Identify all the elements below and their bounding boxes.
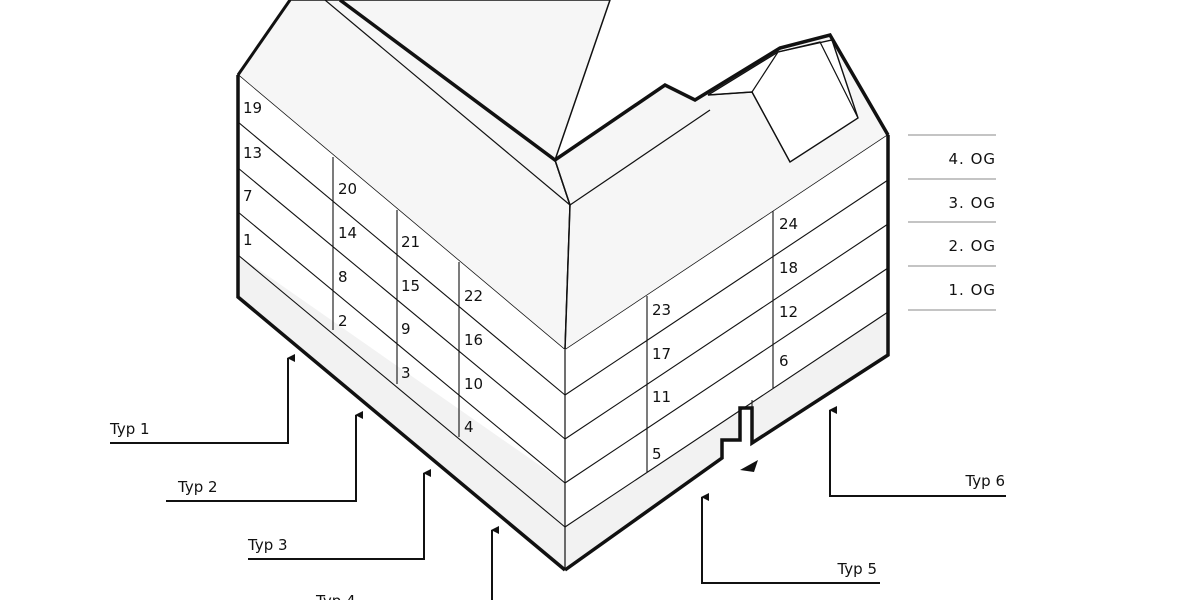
unit-label: 18: [779, 259, 798, 277]
type-callouts: Typ 1 Typ 2 Typ 3 Typ 4 Typ 5 Typ 6: [109, 354, 1006, 600]
type-callout-2: Typ 2: [166, 411, 363, 502]
unit-label: 14: [338, 224, 357, 242]
unit-label: 24: [779, 215, 798, 233]
entrance-marker-icon: [740, 460, 758, 472]
left-wing-ground-floor: [238, 255, 565, 570]
floor-label-1og: 1. OG: [948, 281, 996, 299]
unit-label: 1: [243, 231, 253, 249]
unit-label: 22: [464, 287, 483, 305]
unit-label: 6: [779, 352, 789, 370]
building-outline-left: [236, 75, 567, 572]
unit-label: 9: [401, 320, 411, 338]
type-label: Typ 2: [177, 478, 218, 496]
unit-label: 20: [338, 180, 357, 198]
roof: [236, 0, 890, 352]
ridge-line: [324, 0, 571, 206]
type-callout-5: Typ 5: [701, 493, 880, 584]
roof-outline: [236, 0, 292, 76]
unit-label: 3: [401, 364, 411, 382]
type-label: Typ 5: [836, 560, 877, 578]
unit-label: 8: [338, 268, 348, 286]
hip-line-3: [554, 159, 571, 206]
right-wing-ground-floor: [565, 312, 888, 570]
hip-line: [564, 204, 571, 351]
unit-label: 16: [464, 331, 483, 349]
unit-label: 12: [779, 303, 798, 321]
floor-label-4og: 4. OG: [948, 150, 996, 168]
unit-label: 19: [243, 99, 262, 117]
unit-label: 10: [464, 375, 483, 393]
type-label: Typ 3: [247, 536, 288, 554]
left-wing-upper-walls: [238, 75, 565, 527]
type-callout-1: Typ 1: [109, 354, 295, 444]
unit-label: 23: [652, 301, 671, 319]
unit-label: 4: [464, 418, 474, 436]
type-callout-4: Typ 4: [315, 526, 499, 600]
unit-label: 11: [652, 388, 671, 406]
left-wing-facade: [237, 75, 566, 570]
unit-label: 21: [401, 233, 420, 251]
unit-label: 13: [243, 144, 262, 162]
roof-outline-2: [338, 0, 890, 163]
unit-label: 17: [652, 345, 671, 363]
floor-label-3og: 3. OG: [948, 194, 996, 212]
unit-label: 5: [652, 445, 662, 463]
floor-label-2og: 2. OG: [948, 237, 996, 255]
type-callout-6: Typ 6: [829, 406, 1006, 497]
dormer: [707, 39, 859, 163]
unit-label: 15: [401, 277, 420, 295]
type-label: Typ 4: [315, 592, 356, 600]
unit-number-labels: 19 13 7 1 20 14 8 2 21 15 9 3 22 16 10 4…: [243, 99, 798, 463]
unit-label: 2: [338, 312, 348, 330]
unit-label: 7: [243, 187, 253, 205]
floor-legend: 4. OG 3. OG 2. OG 1. OG: [908, 134, 996, 311]
right-wing-facade: [564, 135, 889, 570]
type-label: Typ 6: [964, 472, 1005, 490]
type-callout-3: Typ 3: [247, 469, 431, 560]
type-label: Typ 1: [109, 420, 150, 438]
building-outline-right: [563, 135, 890, 572]
hip-line-2: [569, 109, 711, 206]
